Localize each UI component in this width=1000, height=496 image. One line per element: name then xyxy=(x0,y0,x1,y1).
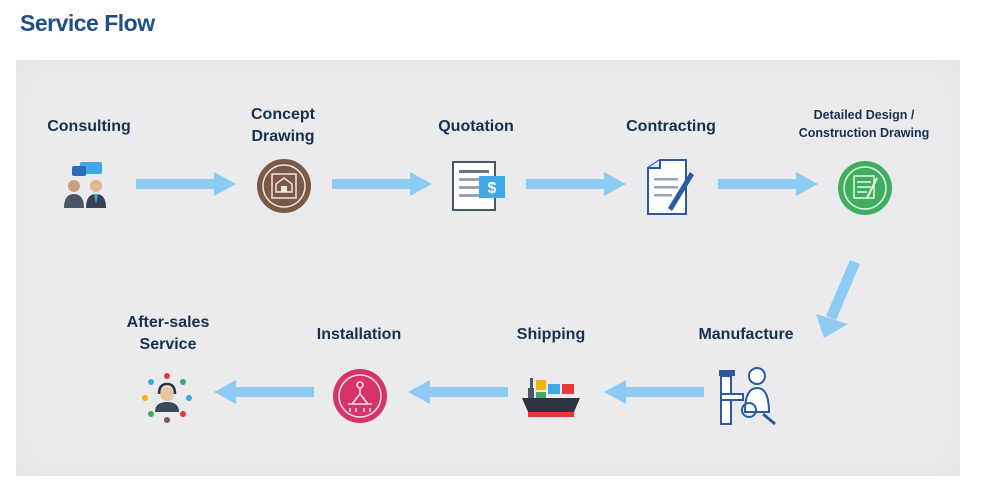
step-label-consulting: Consulting xyxy=(47,118,131,135)
flow-arrow-1 xyxy=(136,172,236,196)
flow-arrow-6 xyxy=(604,380,704,404)
step-label-contracting: Contracting xyxy=(626,118,716,135)
service-flow-panel: Consulting Concept Drawing xyxy=(16,60,960,476)
step-label-manufacture: Manufacture xyxy=(698,326,794,343)
step-label-after-sales-service: After-sales Service xyxy=(126,314,210,353)
installation-icon xyxy=(332,368,388,424)
step-label-detailed-design: Detailed Design / Construction Drawing xyxy=(798,108,930,140)
flow-arrow-5 xyxy=(814,258,864,338)
after-sales-service-icon xyxy=(139,370,195,426)
flow-arrow-8 xyxy=(214,380,314,404)
concept-drawing-icon xyxy=(256,158,312,214)
detailed-design-icon xyxy=(837,160,893,216)
svg-text:$: $ xyxy=(488,180,497,197)
flow-arrow-2 xyxy=(332,172,432,196)
flow-arrow-4 xyxy=(718,172,818,196)
flow-arrow-3 xyxy=(526,172,626,196)
flow-arrow-7 xyxy=(408,380,508,404)
step-label-concept-drawing: Concept Drawing xyxy=(251,106,315,145)
quotation-icon: $ xyxy=(451,160,507,214)
step-label-quotation: Quotation xyxy=(438,118,514,135)
shipping-icon xyxy=(520,372,582,422)
consulting-icon xyxy=(62,160,112,212)
step-label-installation: Installation xyxy=(316,326,402,343)
step-label-shipping: Shipping xyxy=(516,326,586,343)
page-title: Service Flow xyxy=(20,10,155,36)
manufacture-icon xyxy=(719,364,779,426)
contracting-icon xyxy=(646,158,696,216)
